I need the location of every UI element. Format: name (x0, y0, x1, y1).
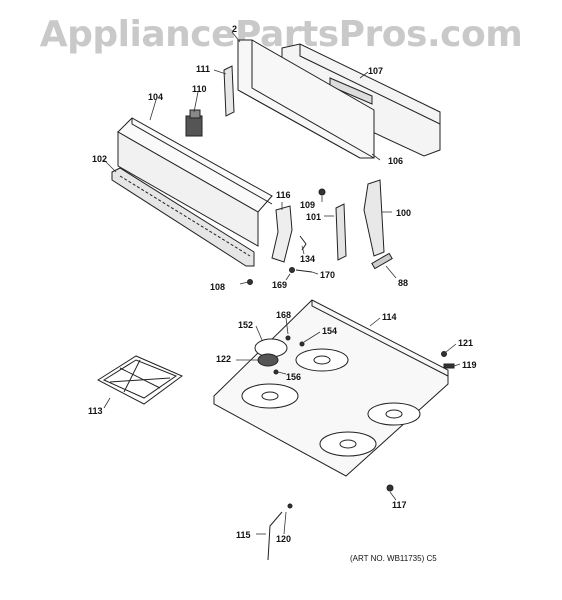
bracket-116 (271, 205, 293, 263)
burner-base-122 (257, 353, 279, 367)
label-107: 107 (368, 66, 384, 76)
label-169: 169 (272, 280, 288, 290)
screw-169 (289, 267, 295, 273)
control-panel-106 (237, 39, 375, 159)
label-88: 88 (398, 278, 409, 288)
label-109: 109 (300, 200, 316, 210)
clip-88 (371, 252, 393, 270)
label-106: 106 (388, 156, 404, 166)
label-102: 102 (92, 154, 108, 164)
burner-grate-113 (96, 355, 183, 405)
label-100: 100 (396, 208, 412, 218)
switch-110 (185, 109, 203, 137)
screw-170 (295, 269, 313, 273)
screw-121 (441, 351, 447, 357)
label-152: 152 (238, 320, 254, 330)
label-2: 2 (232, 24, 238, 34)
label-121: 121 (458, 338, 474, 348)
label-168: 168 (276, 310, 292, 320)
backsplash-trim-107 (281, 43, 441, 157)
label-122: 122 (216, 354, 232, 364)
label-108: 108 (210, 282, 226, 292)
label-120: 120 (276, 534, 292, 544)
label-154: 154 (322, 326, 338, 336)
label-104: 104 (148, 92, 164, 102)
label-156: 156 (286, 372, 302, 382)
bracket-101 (335, 203, 347, 261)
label-117: 117 (392, 500, 407, 510)
label-119: 119 (462, 360, 477, 370)
label-110: 110 (192, 84, 207, 94)
label-170: 170 (320, 270, 336, 280)
label-115: 115 (236, 530, 251, 540)
leader-lines (103, 31, 461, 535)
label-101: 101 (306, 212, 322, 222)
art-number-note: (ART NO. WB11735) C5 (350, 554, 437, 563)
label-113: 113 (88, 406, 103, 416)
clip-119 (443, 363, 455, 369)
spring-134 (299, 235, 307, 251)
screw-109 (318, 188, 326, 196)
end-bracket-111 (223, 65, 235, 117)
label-116: 116 (276, 190, 291, 200)
manifold-rail-102 (111, 167, 255, 267)
wire-115 (267, 503, 293, 561)
screw-156 (273, 369, 279, 375)
screw-108 (247, 279, 253, 285)
screw-154 (299, 341, 305, 347)
label-134: 134 (300, 254, 316, 264)
foot-117 (386, 484, 394, 492)
label-114: 114 (382, 312, 397, 322)
label-111: 111 (196, 64, 211, 74)
end-cap-100 (363, 179, 385, 257)
screw-168 (285, 335, 291, 341)
watermark-text: AppliancePartsPros.com (39, 14, 523, 55)
manifold-panel-104 (117, 117, 273, 247)
